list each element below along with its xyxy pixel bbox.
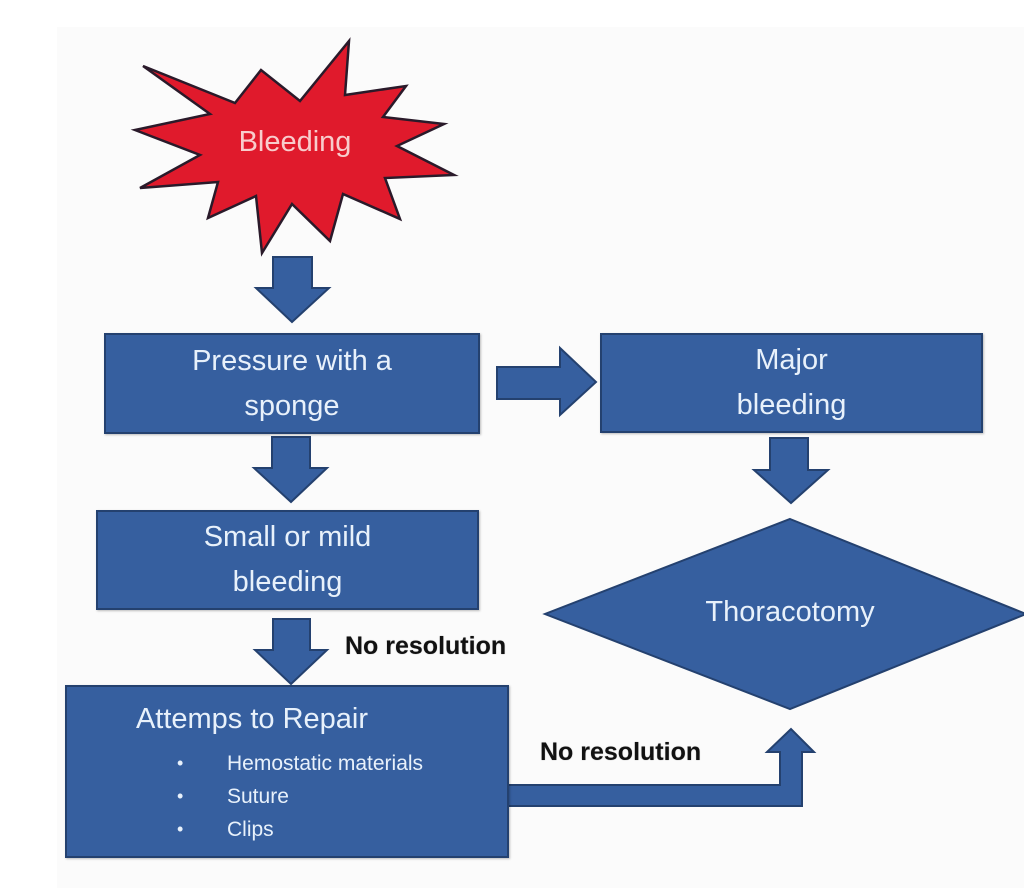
node-major-bleeding: Major bleeding (600, 333, 983, 433)
node-major-line-2: bleeding (736, 389, 847, 421)
node-attempts-to-repair: Attemps to Repair • Hemostatic materials… (65, 685, 509, 858)
node-small-or-mild-bleeding: Small or mild bleeding (96, 510, 479, 610)
repair-option-label: Clips (227, 818, 274, 841)
repair-option: • Hemostatic materials (177, 747, 423, 780)
bullet-icon: • (177, 786, 184, 806)
node-small-line-1: Small or mild (203, 521, 372, 553)
node-pressure-with-sponge: Pressure with a sponge (104, 333, 480, 434)
node-major-line-1: Major (755, 344, 828, 376)
repair-option-label: Suture (227, 785, 289, 808)
arrow-right-pressure-to-major (496, 345, 598, 418)
edge-label-no-resolution-small: No resolution (345, 632, 507, 660)
arrow-down-bleeding-to-pressure (253, 256, 332, 324)
node-pressure-line-2: sponge (244, 389, 340, 422)
bent-arrow-repair-to-thoracotomy (507, 727, 817, 807)
repair-option-label: Hemostatic materials (227, 752, 424, 775)
bleeding-label: Bleeding (238, 126, 352, 158)
arrow-down-pressure-to-small (251, 436, 330, 504)
arrow-down-major-to-thoracotomy (751, 437, 831, 505)
bleeding-burst-shape (130, 37, 459, 257)
node-repair-title: Attemps to Repair (135, 703, 369, 735)
node-pressure-line-1: Pressure with a (192, 344, 392, 377)
node-small-line-2: bleeding (232, 566, 343, 598)
bullet-icon: • (177, 753, 184, 773)
edge-label-no-resolution-repair: No resolution (540, 738, 702, 766)
thoracotomy-label: Thoracotomy (705, 596, 875, 628)
arrow-down-small-to-repair (252, 618, 330, 686)
bullet-icon: • (177, 819, 184, 839)
repair-options-list: • Hemostatic materials • Suture • Clips (177, 747, 423, 846)
repair-option: • Suture (177, 780, 423, 813)
thoracotomy-diamond-shape (542, 517, 1024, 711)
repair-option: • Clips (177, 813, 423, 846)
